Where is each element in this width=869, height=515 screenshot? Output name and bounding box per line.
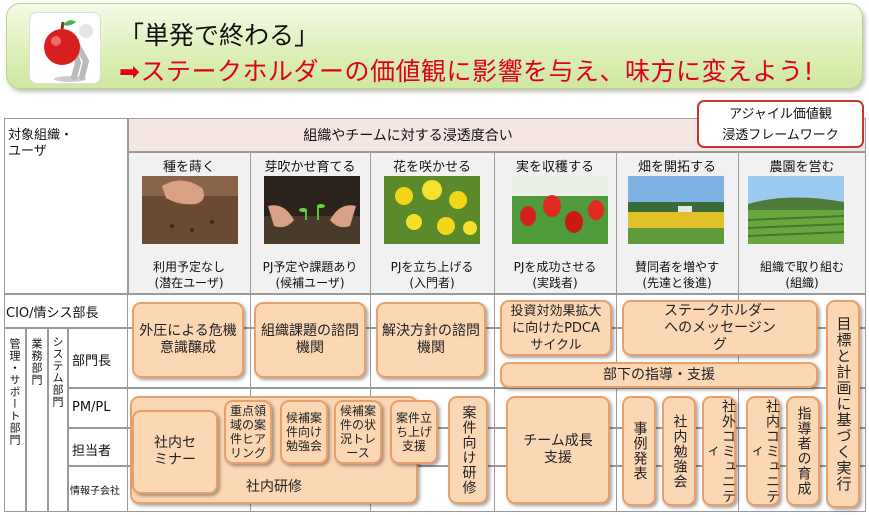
manager-label: 部門長	[72, 354, 112, 369]
staff-row	[128, 428, 866, 466]
solution-advisory-box: 解決方針の諮問機関	[376, 302, 486, 378]
internal-community-box: 社内コミュニティ	[746, 396, 780, 506]
stage-title: 種を蒔く	[162, 160, 215, 175]
callout-line-1: アジャイル価値観	[729, 107, 832, 122]
stage-title: 実を収穫する	[515, 160, 594, 175]
stage-desc-1: 賛同者を増やす	[634, 260, 719, 274]
sowing-seeds-photo	[142, 176, 238, 244]
strawberries-photo	[512, 176, 608, 244]
candidate-study-box: 候補案件向け勉強会	[280, 400, 328, 464]
staff-label: 担当者	[72, 444, 112, 459]
field-landscape-photo	[628, 176, 724, 244]
priority-hearing-box: 重点領域の案件ヒアリング	[224, 400, 272, 464]
banner-line-1: 「単発で終わる」	[119, 21, 320, 50]
stage-desc-2: (入門者)	[409, 276, 455, 290]
manager-row-header	[68, 328, 128, 388]
stage-desc-2: (組織)	[785, 276, 819, 290]
stage-desc-2: (実践者)	[532, 276, 578, 290]
candidate-trace-box: 候補案件の状況トレース	[334, 400, 382, 464]
banner-line-2: ➡ステークホルダーの価値観に影響を与え、味方に変えよう!	[119, 52, 814, 88]
sys-label: システム部門	[51, 336, 64, 408]
subsidiary-row	[128, 466, 866, 512]
internal-study-box: 社内勉強会	[662, 396, 696, 506]
main-header-title: 組織やチームに対する浸透度合い	[303, 128, 513, 144]
pdca-cycle-box: 投資対効果拡大に向けたPDCAサイクル	[500, 300, 612, 356]
stage-title: 畑を開拓する	[637, 160, 716, 175]
project-training-box: 案件向け研修	[448, 396, 488, 504]
farm-landscape-photo	[748, 176, 844, 244]
leader-development-box: 指導者の育成	[786, 396, 820, 506]
apple-character-logo	[29, 12, 101, 84]
stage-desc-2: (候補ユーザ)	[275, 276, 345, 290]
title-banner: 「単発で終わる」 ➡ステークホルダーの価値観に影響を与え、味方に変えよう!	[6, 3, 863, 89]
stage-desc-1: 組織で取り組む	[759, 260, 844, 274]
cio-row-header	[4, 294, 128, 328]
sys-col	[48, 328, 68, 512]
staff-row-header	[68, 428, 128, 466]
pm-row-header	[68, 388, 128, 428]
column-divider	[370, 152, 371, 512]
sprouts-hands-photo	[264, 176, 360, 244]
org-issue-advisory-box: 組織課題の諮問機関	[254, 302, 366, 378]
column-divider	[250, 152, 251, 512]
internal-training-label: 社内研修	[246, 479, 302, 495]
case-presentation-box: 事例発表	[622, 396, 656, 506]
internal-seminar-box: 社内セミナー	[132, 410, 218, 494]
biz-col	[26, 328, 48, 512]
cio-row	[128, 294, 866, 328]
stage-desc-2: (先達と後進)	[642, 276, 712, 290]
yellow-flowers-photo	[384, 176, 480, 244]
subsidiary-label: 情報子会社	[70, 486, 120, 497]
mgmt-label: 管理・サポート部門	[8, 338, 21, 446]
subsidiary-row-header	[68, 466, 128, 512]
stage-header-row	[128, 152, 866, 294]
stage-title: 芽吹かせ育てる	[264, 160, 356, 175]
pm-row	[128, 388, 866, 428]
stakeholder-messaging-box: ステークホルダーへのメッセージング	[622, 300, 818, 356]
pm-label: PM/PL	[72, 400, 111, 415]
cio-label: CIO/情シス部長	[6, 306, 99, 321]
plan-execution-box: 目標と計画に基づく実行	[826, 300, 860, 508]
org-label-2: ユーザ	[8, 144, 47, 159]
team-growth-box: チーム成長支援	[506, 396, 610, 504]
mgmt-col	[4, 328, 26, 512]
column-divider	[616, 152, 617, 512]
manager-row	[128, 328, 866, 388]
external-community-box: 社外コミュニティ	[702, 396, 736, 506]
stage-desc-2: (潜在ユーザ)	[154, 276, 224, 290]
subordinate-guidance-box: 部下の指導・支援	[500, 362, 818, 388]
org-header-cell	[4, 118, 128, 294]
stage-desc-1: PJを立ち上げる	[390, 260, 474, 274]
stage-title: 花を咲かせる	[392, 160, 471, 175]
stage-desc-1: PJを成功させる	[513, 260, 597, 274]
arrow-icon: ➡	[119, 57, 141, 86]
banner-line-2-text: ステークホルダーの価値観に影響を与え、味方に変えよう!	[140, 57, 814, 86]
framework-callout: アジャイル価値観 浸透フレームワーク	[697, 100, 864, 148]
stage-desc-1: PJ予定や課題あり	[262, 260, 358, 274]
project-launch-support-box: 案件立ち上げ支援	[390, 400, 438, 464]
stage-title: 農園を営む	[769, 160, 835, 175]
stage-desc-1: 利用予定なし	[152, 260, 225, 274]
org-label-1: 対象組織・	[8, 128, 74, 143]
column-divider	[494, 152, 495, 512]
callout-line-2: 浸透フレームワーク	[722, 128, 839, 143]
biz-label: 業務部門	[30, 338, 43, 386]
external-pressure-box: 外圧による危機意識醸成	[132, 302, 244, 378]
